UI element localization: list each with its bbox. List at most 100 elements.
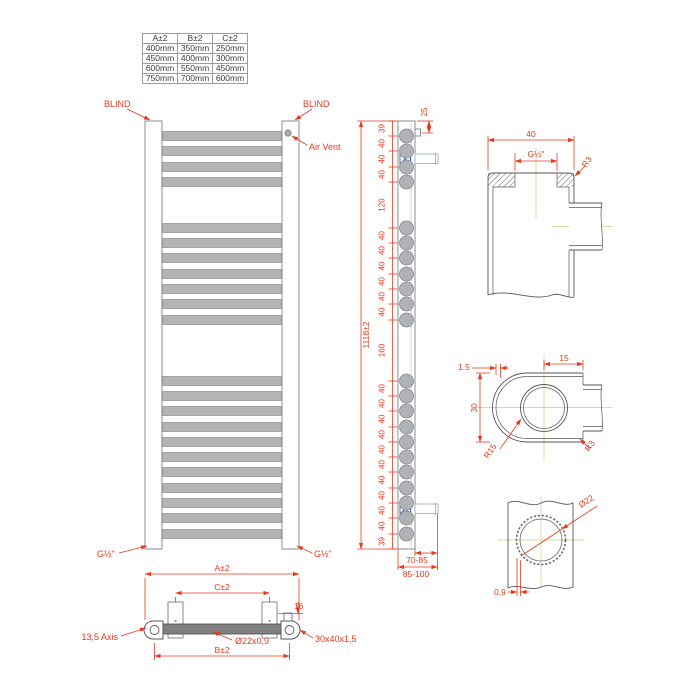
rung-circle xyxy=(399,128,414,144)
rung-bar xyxy=(162,422,282,432)
segment-dim-label: 40 xyxy=(378,246,387,255)
rung-bar xyxy=(162,315,282,325)
air-vent-nub xyxy=(414,128,421,137)
front-left-tube xyxy=(144,120,163,550)
offset-label: 15 xyxy=(559,353,569,363)
rung-hole-outer xyxy=(520,384,568,432)
segment-dim-label: 40 xyxy=(378,277,387,286)
overall-height-label: 1118±2 xyxy=(361,321,371,348)
rung-circle xyxy=(399,159,414,175)
dim-16-label: 16 xyxy=(294,601,304,611)
rung-bar xyxy=(162,162,282,172)
bottom-profile-label: 30x40x1,5 xyxy=(315,634,357,644)
rung-bar xyxy=(162,253,282,263)
bottom-leaders: 13,5 Axis Ø22x0,9 30x40x1,5 xyxy=(81,627,357,646)
rung-circle xyxy=(399,464,414,480)
tube-wall-label: 0,9 xyxy=(494,587,506,597)
rung-hole-inner xyxy=(523,387,565,429)
segment-dim-label: 40 xyxy=(378,475,387,484)
blind-label-right: BLIND xyxy=(303,99,330,109)
dim-a-label: A±2 xyxy=(214,563,229,573)
break-line xyxy=(487,292,575,298)
axis-pin-right xyxy=(284,625,295,635)
rung-bar xyxy=(162,391,282,401)
rung-bar xyxy=(162,284,282,294)
front-rungs xyxy=(162,131,282,539)
segment-dim-label: 40 xyxy=(378,154,387,163)
wall-label: 1.5 xyxy=(458,362,470,372)
segment-dim-label: 40 xyxy=(378,521,387,530)
segment-dim-label: 40 xyxy=(378,231,387,240)
detail-top-dimensions: 40 G½" R3 xyxy=(487,129,594,177)
radius-weld-label: R3 xyxy=(582,438,597,453)
segment-dimension-chain xyxy=(388,120,398,550)
segment-dim-label: 39 xyxy=(378,537,387,546)
rung-circle xyxy=(399,388,414,404)
tube-outer-left-top xyxy=(487,172,575,295)
detail-profile-dimensions: 1.5 15 30 R15 R3 xyxy=(458,353,597,460)
rung-bar xyxy=(162,452,282,462)
air-vent-offset-label: 25 xyxy=(420,107,429,116)
fitting-label-left: G½" xyxy=(97,549,115,559)
rung-bar xyxy=(162,238,282,248)
detail-top-connection: 40 G½" R3 xyxy=(487,129,612,298)
corner-radius-label: R3 xyxy=(579,154,594,169)
bottom-tube xyxy=(161,623,284,635)
rung-circle xyxy=(399,526,414,542)
bracket-range-inner-label: 70-85 xyxy=(406,555,428,565)
rung-circle xyxy=(399,220,414,236)
rung-circle xyxy=(399,495,414,511)
front-right-tube xyxy=(281,120,300,550)
tube-bore-inner xyxy=(519,518,563,562)
segment-dim-label: 40 xyxy=(378,307,387,316)
segment-dim-label: 40 xyxy=(378,491,387,500)
bottom-view: A±2 C±2 16 xyxy=(81,563,357,660)
segment-dim-label: 40 xyxy=(378,384,387,393)
detail-tube-dimensions: Ø22 0,9 xyxy=(494,492,598,597)
rung-circle xyxy=(399,434,414,450)
rung-bar xyxy=(162,299,282,309)
fitting-label-right: G½" xyxy=(314,549,332,559)
axis-pin-left xyxy=(149,625,160,635)
rung-circle xyxy=(399,174,414,190)
detail-tube-section: Ø22 0,9 xyxy=(494,492,598,597)
rung-circle xyxy=(399,235,414,251)
segment-dimension-labels: 3940404012040404040404016040404040404040… xyxy=(378,124,387,546)
dim-c-label: C±2 xyxy=(214,582,230,592)
rung-circle xyxy=(399,250,414,266)
dimensions-table-header: A±2 B±2 C±2 xyxy=(142,33,248,44)
air-vent-label: Air Vent xyxy=(309,142,341,152)
segment-dim-label: 40 xyxy=(378,399,387,408)
rung-bar xyxy=(162,529,282,539)
segment-dim-label: 40 xyxy=(378,414,387,423)
tube-width-label: 40 xyxy=(526,129,536,139)
side-view: 1118±2 39 40 40 40 120 40 40 40 40 40 40 160 40 40 40 4… xyxy=(357,107,439,579)
rung-bar xyxy=(162,146,282,156)
air-vent-plug xyxy=(284,129,292,137)
profile-inner xyxy=(495,376,583,439)
rung-circle xyxy=(399,312,414,328)
rung-bar xyxy=(162,437,282,447)
rung-bar xyxy=(162,177,282,187)
segment-dim-label: 120 xyxy=(378,198,387,212)
rung-circle xyxy=(399,296,414,312)
axis-label: 13,5 Axis xyxy=(81,632,118,642)
rung-stub-2 xyxy=(583,384,603,432)
segment-dim-label: 40 xyxy=(378,292,387,301)
rung-circle xyxy=(399,143,414,159)
radius-left-label: R15 xyxy=(481,441,498,460)
tube-bore-outer xyxy=(515,514,567,566)
segment-dim-label: 160 xyxy=(378,343,387,357)
rung-circle xyxy=(399,419,414,435)
tube-blank-outline xyxy=(507,500,574,590)
segment-dim-label: 40 xyxy=(378,430,387,439)
rung-bar xyxy=(162,513,282,523)
side-rungs xyxy=(399,128,414,542)
rung-bar xyxy=(162,483,282,493)
segment-dim-label: 40 xyxy=(378,139,387,148)
rung-circle xyxy=(399,449,414,465)
air-vent-offset-dimension: 25 xyxy=(417,107,433,134)
